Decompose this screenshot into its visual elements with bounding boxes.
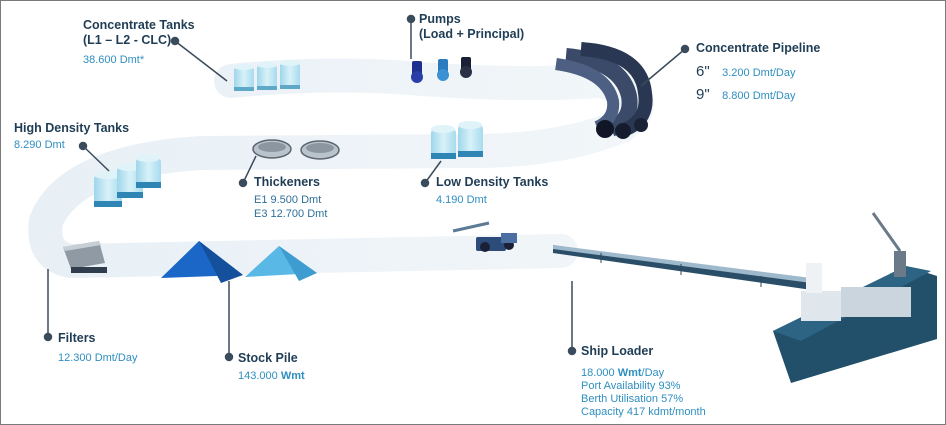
berth-utilisation: Berth Utilisation 57%: [581, 393, 684, 405]
high-density-tanks-title: High Density Tanks: [14, 121, 130, 135]
pipeline-value-6: 3.200 Dmt/Day: [722, 67, 796, 79]
low-density-tanks-illustration: [431, 121, 483, 159]
concentrate-tanks-value: 38.600 Dmt*: [83, 54, 145, 66]
connector-lines: [43, 14, 690, 362]
stock-pile-unit: Wmt: [280, 370, 305, 382]
pumps-illustration: [411, 57, 472, 83]
pipeline-size-6: 6": [696, 63, 710, 80]
ship-loader-rate: 18.000 Wmt/Day: [581, 367, 706, 380]
filters-value: 12.300 Dmt/Day: [58, 352, 138, 364]
concentrate-pipeline-illustration: [555, 42, 653, 139]
ship-loader-rate-unit: Wmt: [617, 367, 642, 379]
pumps-title: Pumps (Load + Principal): [419, 12, 524, 42]
ship-loader-values: 18.000 Wmt/Day Port Availability 93% Ber…: [581, 367, 706, 419]
pipeline-row-6: 6" 3.200 Dmt/Day: [696, 63, 796, 81]
thickeners-title: Thickeners: [254, 175, 321, 189]
stock-pile-title: Stock Pile: [238, 351, 298, 365]
low-density-tanks-value: 4.190 Dmt: [436, 194, 487, 206]
stock-pile-number: 143.000: [238, 370, 278, 382]
pumps-title-line2: (Load + Principal): [419, 27, 525, 41]
loader-vehicle-illustration: [452, 221, 517, 252]
high-density-tanks-illustration: [94, 154, 161, 207]
ship-loader-capacity: Capacity 417 kdmt/month: [581, 406, 706, 418]
thickeners-illustration: [252, 139, 340, 160]
ship-illustration: [773, 212, 937, 383]
stock-pile-value: 143.000 Wmt: [238, 369, 305, 383]
ship-loader-rate-period: /Day: [641, 367, 665, 379]
low-density-tanks-title: Low Density Tanks: [436, 175, 549, 189]
port-availability: Port Availability 93%: [581, 380, 681, 392]
thickeners-values: E1 9.500 Dmt E3 12.700 Dmt: [254, 193, 327, 221]
concentrate-pipeline-title: Concentrate Pipeline: [696, 41, 821, 55]
pipeline-row-9: 9" 8.800 Dmt/Day: [696, 86, 796, 104]
filter-illustration: [63, 241, 107, 273]
pipeline-size-9: 9": [696, 86, 710, 103]
pumps-title-line1: Pumps: [419, 12, 461, 26]
concentrate-tanks-illustration: [234, 60, 300, 91]
stock-pile-illustration: [161, 241, 317, 283]
concentrate-tanks-title-line1: Concentrate Tanks: [83, 18, 195, 32]
ship-loader-title: Ship Loader: [581, 344, 654, 358]
high-density-tanks-value: 8.290 Dmt: [14, 139, 65, 151]
thickeners-value-e3: E3 12.700 Dmt: [254, 208, 328, 220]
concentrate-tanks-title: Concentrate Tanks (L1 – L2 - CLC): [83, 18, 195, 48]
concentrate-tanks-title-line2: (L1 – L2 - CLC): [83, 33, 172, 47]
filters-title: Filters: [58, 331, 96, 345]
pipeline-value-9: 8.800 Dmt/Day: [722, 90, 796, 102]
ship-loader-rate-number: 18.000: [581, 367, 615, 379]
thickeners-value-e1: E1 9.500 Dmt: [254, 194, 322, 206]
ship-loader-conveyor-illustration: [553, 245, 819, 291]
